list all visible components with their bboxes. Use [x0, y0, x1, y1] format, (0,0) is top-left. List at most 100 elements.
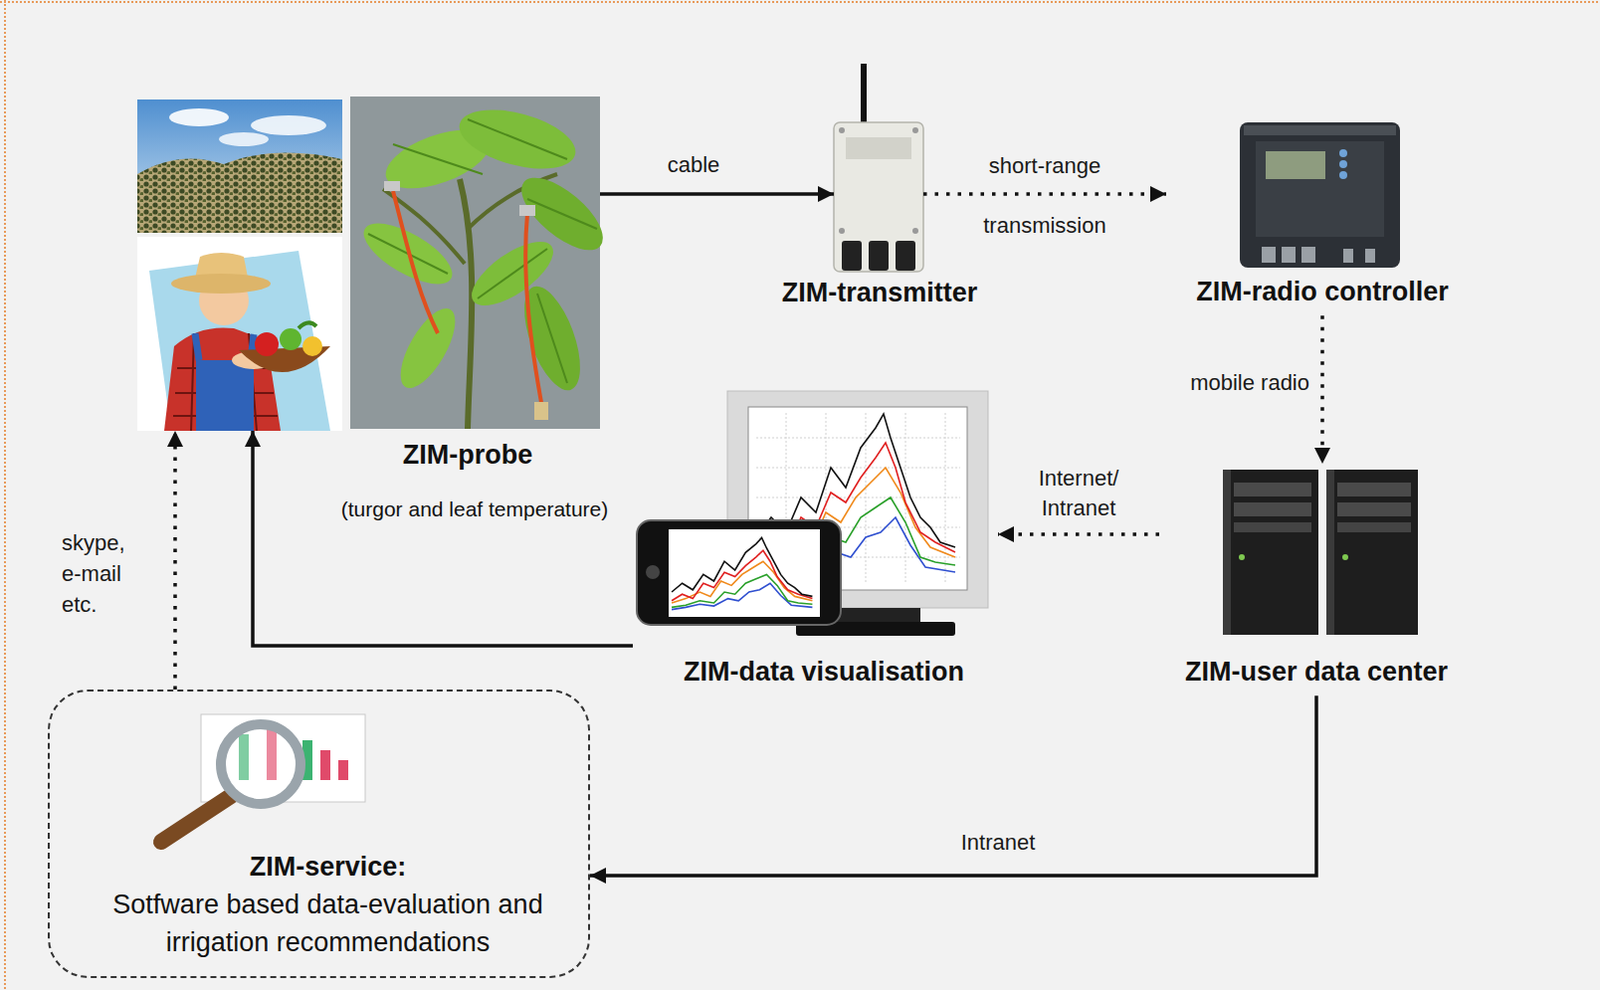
- node-subtitle: (turgor and leaf temperature): [341, 496, 608, 522]
- monitor-picture-part: [830, 607, 921, 622]
- farmer-picture-part: [164, 327, 281, 431]
- transmitter-picture-part: [838, 127, 845, 134]
- farmer-picture-part: [137, 236, 343, 431]
- server-picture-part: [1238, 554, 1245, 561]
- radio-controller-picture-part: [1339, 149, 1348, 158]
- dotted-connector: [173, 430, 178, 690]
- radio-controller-picture-part: [1255, 141, 1385, 237]
- plant-photo-part: [519, 204, 536, 216]
- connector-label: Intranet: [943, 829, 1053, 856]
- transmitter-picture-part: [841, 240, 862, 271]
- solid-connector: [252, 430, 633, 646]
- radio-controller-picture-part: [1301, 246, 1316, 263]
- transmitter-picture-part: [895, 240, 916, 271]
- solid-connector: [590, 695, 1317, 876]
- radio-controller-picture-part: [1339, 160, 1348, 169]
- server-picture-part: [1326, 469, 1335, 635]
- server-picture-part: [1337, 502, 1411, 517]
- solid-connector: [600, 192, 834, 197]
- farmer-picture: [137, 236, 343, 431]
- phone-picture: [636, 520, 841, 625]
- farmer-picture-part: [302, 336, 323, 357]
- analysis-icon-part: [320, 750, 331, 781]
- radio-controller-picture-part: [1365, 248, 1376, 263]
- connector-label: mobile radio: [1144, 370, 1310, 397]
- device-node: ZIM-transmitter: [833, 63, 924, 275]
- dotted-connector: [1320, 315, 1325, 464]
- server-node: ZIM-user data center: [1159, 463, 1478, 696]
- plant-photo-part: [350, 96, 600, 429]
- farmer-picture-part: [196, 360, 254, 431]
- landscape-photo-part: [137, 99, 343, 233]
- farmer-picture-part: [171, 273, 271, 294]
- connector-label: Internet/ Intranet: [1028, 463, 1129, 524]
- phone-picture-part: [671, 537, 812, 609]
- dotted-connector: [998, 532, 1160, 537]
- transmitter-picture-part: [845, 137, 912, 160]
- node-body: Sotfware based data-evaluation and irrig…: [109, 885, 548, 962]
- transmitter-picture-part: [838, 227, 845, 234]
- phone-picture-part: [668, 529, 820, 617]
- sensor-node: ZIM-probe(turgor and leaf temperature): [137, 96, 600, 431]
- node-title: ZIM-data visualisation: [683, 655, 965, 688]
- dotted-connector: [923, 192, 1167, 197]
- server-picture-part: [1342, 554, 1349, 561]
- transmitter-picture-part: [912, 127, 919, 134]
- landscape-photo-part: [250, 115, 327, 136]
- transmitter-picture-part: [833, 122, 924, 272]
- server-picture-part: [1233, 502, 1312, 517]
- farmer-picture-part: [254, 332, 279, 357]
- transmitter-picture-part: [860, 63, 867, 126]
- connector-label: cable: [653, 152, 734, 179]
- server-picture-part: [1222, 469, 1231, 635]
- radio-controller-picture-part: [1261, 246, 1276, 263]
- page-frame-part: [3, 0, 6, 990]
- landscape-photo-part: [137, 153, 343, 233]
- server-picture-part: [1337, 522, 1411, 533]
- landscape-photo: [137, 99, 343, 233]
- display-node: ZIM-data visualisation: [632, 386, 999, 696]
- farmer-picture-part: [279, 328, 302, 351]
- device-node: ZIM-radio controller: [1166, 117, 1479, 316]
- plant-photo-part: [525, 213, 543, 408]
- analysis-icon-part: [338, 760, 349, 781]
- phone-picture-part: [645, 565, 660, 580]
- farmer-picture-part: [173, 333, 278, 431]
- transmitter-picture: [833, 63, 924, 272]
- radio-controller-picture-part: [1339, 171, 1348, 180]
- farmer-picture-part: [298, 322, 317, 329]
- landscape-photo-part: [218, 132, 269, 147]
- radio-controller-picture-part: [1239, 122, 1400, 268]
- plant-photo-part: [384, 181, 400, 192]
- analysis-icon-part: [220, 724, 301, 804]
- node-title: ZIM-service:: [249, 849, 407, 882]
- radio-controller-picture-part: [1265, 151, 1326, 180]
- transmitter-picture-part: [912, 227, 919, 234]
- page-frame-part: [0, 0, 1600, 3]
- analysis-icon-part: [161, 796, 231, 842]
- node-title: ZIM-user data center: [1185, 655, 1448, 688]
- connector-label: skype, e-mail etc.: [61, 527, 148, 620]
- plant-photo: [350, 96, 614, 429]
- server-picture: [1222, 469, 1418, 635]
- phone-picture-part: [636, 520, 841, 625]
- radio-controller-picture-part: [1243, 125, 1397, 136]
- server-picture-part: [1326, 469, 1418, 635]
- server-picture-part: [1222, 469, 1319, 635]
- node-title: ZIM-probe: [402, 438, 533, 471]
- server-picture-part: [1233, 482, 1312, 497]
- plant-photo-part: [534, 401, 549, 420]
- analysis-icon: [161, 714, 366, 842]
- plant-photo-part: [368, 119, 598, 384]
- radio-controller-picture-part: [1281, 246, 1296, 263]
- server-picture-part: [1233, 522, 1312, 533]
- farmer-picture-part: [149, 250, 331, 431]
- node-title: ZIM-transmitter: [782, 276, 979, 309]
- plant-photo-part: [459, 179, 472, 429]
- service-box: ZIM-service:Sotfware based data-evaluati…: [47, 689, 591, 979]
